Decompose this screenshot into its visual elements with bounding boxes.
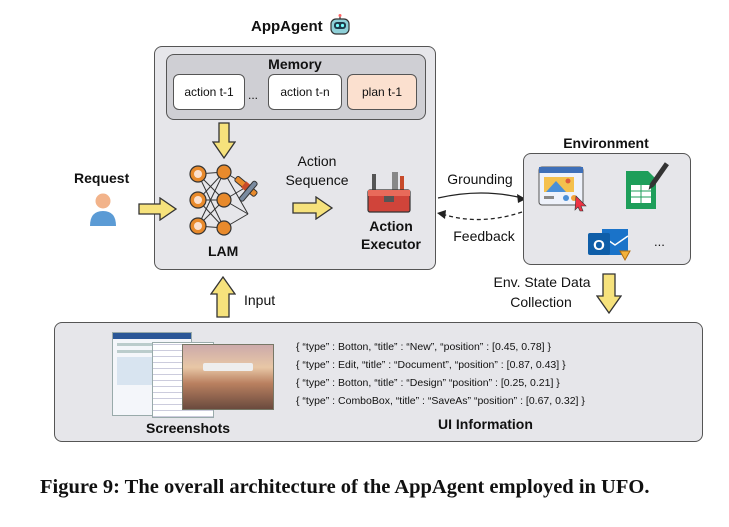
figure-caption: Figure 9: The overall architecture of th…: [40, 476, 650, 498]
memory-to-lam-arrow: [212, 122, 236, 160]
screenshot-front: [182, 344, 274, 410]
toolbox-icon: [367, 172, 411, 213]
env-state-arrow: [596, 273, 622, 315]
spreadsheet-icon: [626, 162, 669, 209]
robot-icon: [330, 14, 350, 35]
ui-info-line-2: { “type” : Edit, “title” : “Document”, “…: [296, 359, 566, 371]
grounding-arrow: [437, 192, 526, 203]
memory-ellipsis: ...: [248, 88, 259, 102]
grounding-label: Grounding: [447, 171, 513, 187]
ui-info-line-1: { “type” : Botton, “title” : “New”, “pos…: [296, 341, 552, 353]
input-arrow: [210, 275, 236, 318]
memory-title: Memory: [268, 56, 322, 72]
executor-label-line2: Executor: [361, 236, 421, 252]
environment-title: Environment: [563, 135, 649, 151]
feedback-label: Feedback: [453, 228, 515, 244]
env-state-line1: Env. State Data: [493, 274, 591, 290]
feedback-arrow: [437, 210, 523, 221]
memory-slot-action-t-n: action t-n: [268, 74, 342, 110]
outlook-icon: O: [588, 229, 631, 262]
memory-slot-action-t-1: action t-1: [173, 74, 245, 110]
lam-label: LAM: [208, 243, 239, 259]
app-agent-title: AppAgent: [251, 18, 323, 35]
input-label: Input: [244, 292, 276, 308]
screenshots-label: Screenshots: [146, 420, 231, 436]
screenshots-collage: [112, 332, 274, 418]
request-arrow: [138, 197, 178, 221]
action-sequence-line1: Action: [297, 153, 337, 169]
executor-label-line1: Action: [369, 218, 413, 234]
app-window-icon: [538, 166, 587, 212]
ui-info-line-4: { “type” : ComboBox, “title” : “SaveAs” …: [296, 395, 585, 407]
lam-network-icon: [189, 164, 258, 236]
action-sequence-arrow: [292, 196, 334, 220]
request-label: Request: [74, 170, 130, 186]
ui-info-line-3: { “type” : Botton, “title” : “Design” “p…: [296, 377, 560, 389]
svg-text:O: O: [593, 237, 605, 254]
action-sequence-line2: Sequence: [285, 172, 349, 188]
ui-information-label: UI Information: [438, 416, 533, 432]
person-icon: [90, 193, 116, 226]
env-state-line2: Collection: [510, 294, 572, 310]
memory-slot-plan-t-1: plan t-1: [347, 74, 417, 110]
environment-ellipsis: ...: [654, 234, 665, 249]
